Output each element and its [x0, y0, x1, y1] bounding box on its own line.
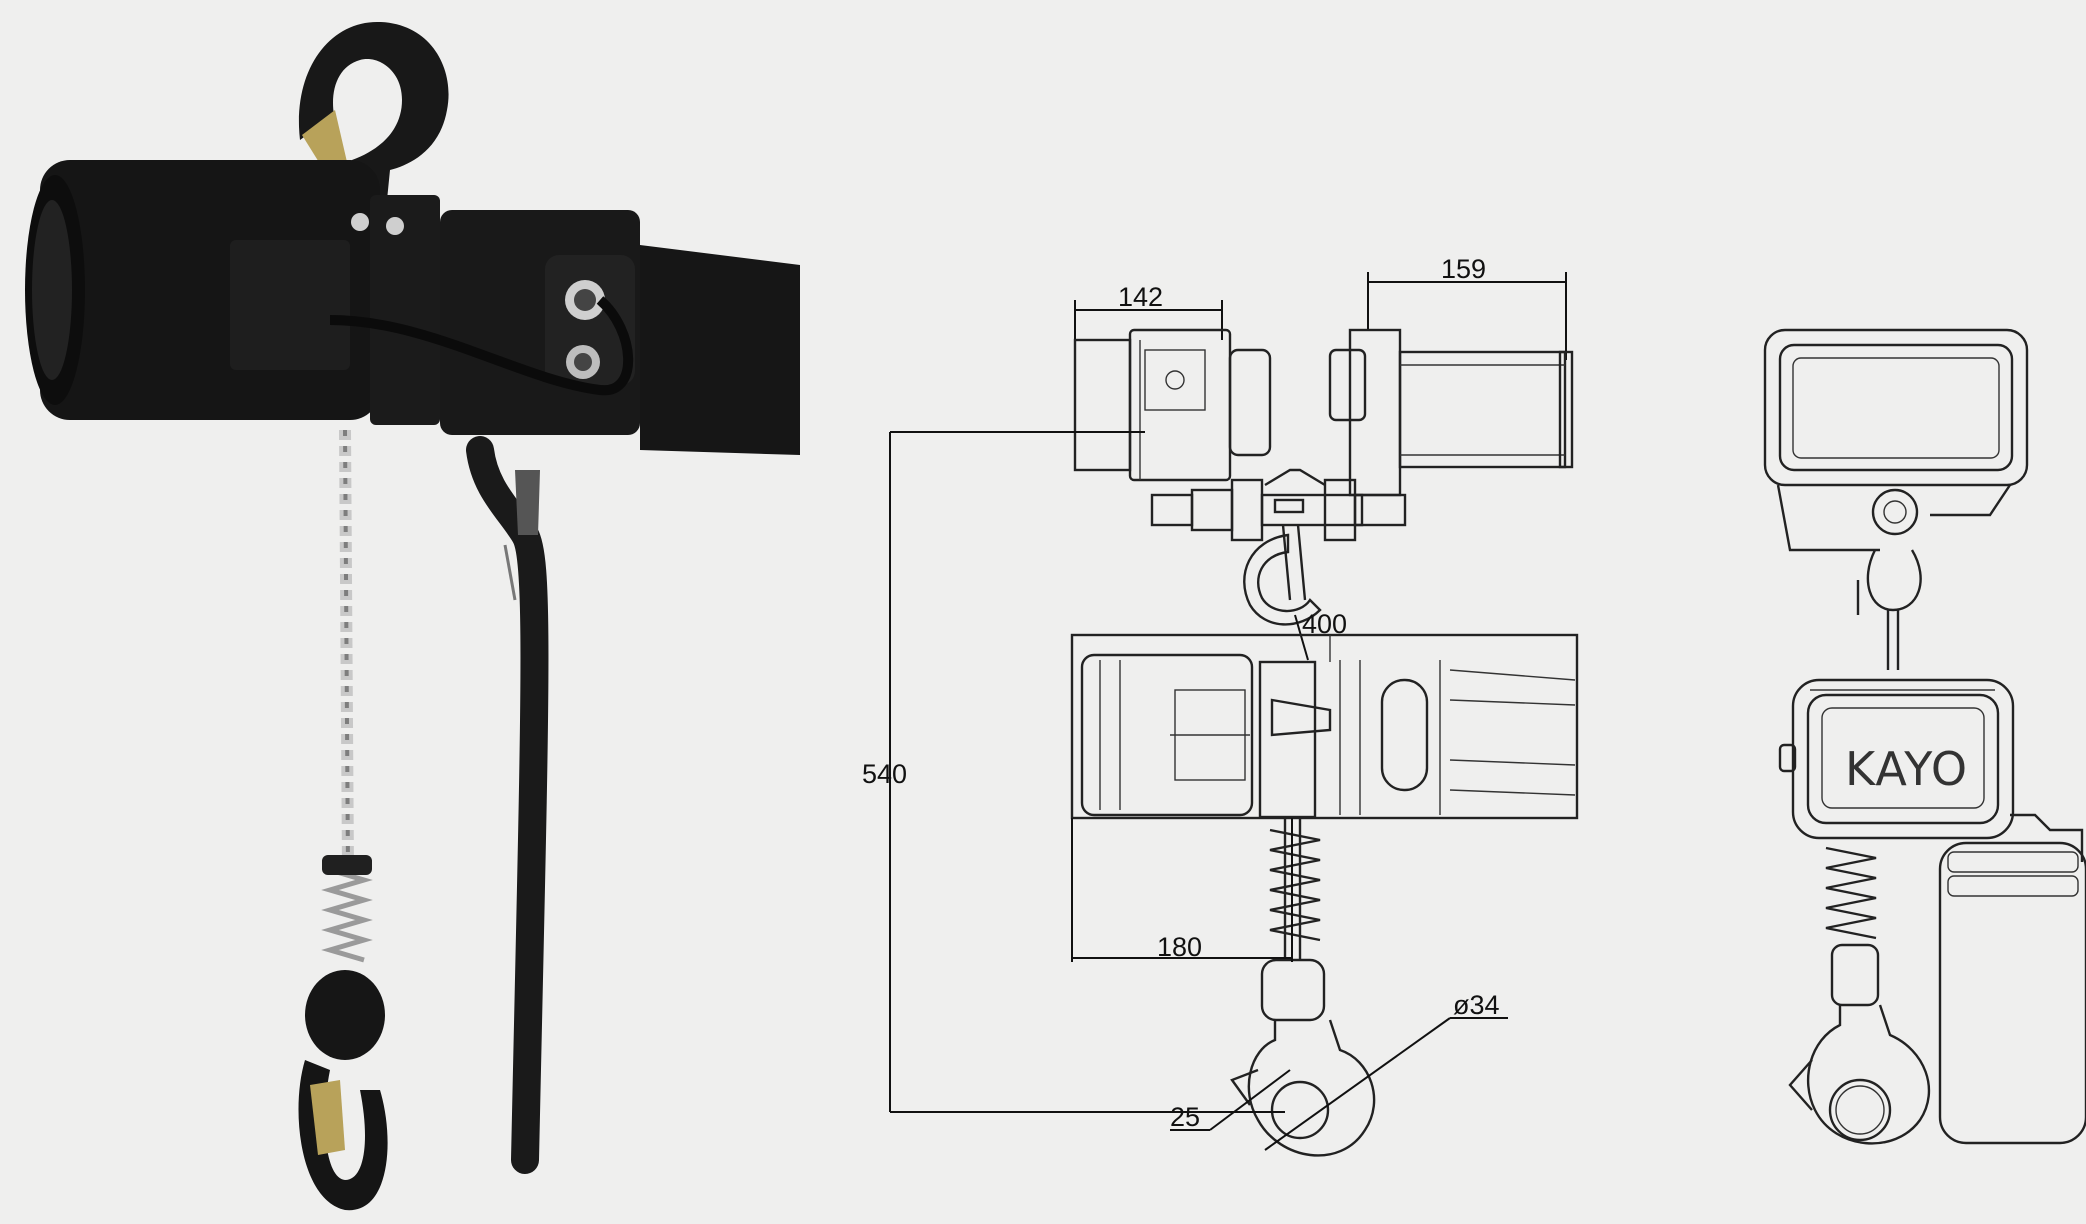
front-hook-icon [1788, 846, 1931, 1145]
dimension-diameter-34: ø34 [1264, 990, 1508, 1151]
trolley-left-motor [1073, 328, 1272, 482]
suspension-hook-icon [1243, 524, 1322, 626]
front-control-box [1938, 813, 2086, 1145]
trolley-shaft [1150, 468, 1407, 542]
dimension-142: 142 [1074, 282, 1223, 340]
dimension-180: 180 [1071, 818, 1293, 962]
bottom-hook-icon [298, 855, 388, 1211]
trolley-right-motor [1328, 328, 1574, 497]
hoist-photo [25, 21, 800, 1211]
hoist-body-side [1070, 633, 1579, 820]
side-view-drawing: 142 159 [862, 254, 1579, 1157]
front-hoist-body: KAYO [1778, 678, 2015, 840]
dimension-label-25: 25 [1170, 1102, 1200, 1132]
control-cable [466, 436, 549, 1174]
dimension-label-142: 142 [1118, 282, 1163, 312]
dimension-label-159: 159 [1441, 254, 1486, 284]
hoist-body [25, 160, 800, 455]
dimension-540: 540 [862, 431, 1285, 1113]
load-spring [1269, 818, 1321, 960]
front-view-drawing: KAYO [1763, 328, 2086, 1145]
front-trolley [1763, 328, 2029, 670]
dimension-159: 159 [1367, 254, 1567, 360]
load-chain [339, 429, 354, 871]
dimension-label-540: 540 [862, 759, 907, 789]
dimension-25: 25 [1170, 1069, 1291, 1132]
dimension-label-diameter-34: ø34 [1453, 990, 1500, 1020]
dimension-label-180: 180 [1157, 932, 1202, 962]
brand-label-kayo: KAYO [1845, 742, 1968, 796]
bottom-hook-side-icon [1230, 958, 1376, 1157]
